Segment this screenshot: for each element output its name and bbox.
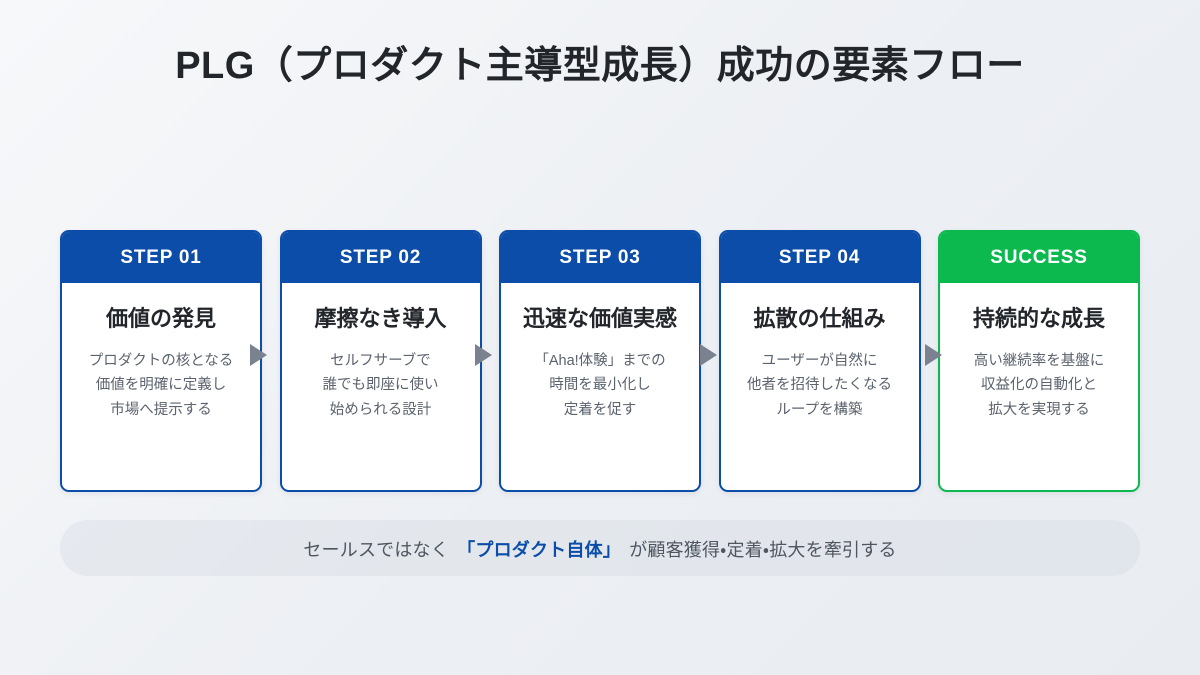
step-badge-1: STEP 01 (62, 232, 260, 283)
step-badge-success: SUCCESS (940, 232, 1138, 283)
step-description-line: ユーザーが自然に (761, 352, 878, 369)
step-badge-2: STEP 02 (281, 232, 480, 283)
step-heading-2: 摩擦なき導入 (314, 306, 447, 331)
step-body-3: 迅速な価値実感 「Aha!体験」までの 時間を最小化し 定着を促す (501, 283, 699, 490)
step-description-line: 定着を促す (563, 402, 637, 419)
step-description-line: 高い継続率を基盤に (973, 352, 1105, 369)
arrow-right-icon (925, 344, 942, 366)
step-badge-4: STEP 04 (720, 232, 919, 283)
step-description-2: セルフサーブで 誰でも即座に使い 始められる設計 (323, 349, 439, 424)
arrow-right-icon (700, 344, 717, 366)
step-description-line: 始められる設計 (329, 402, 432, 419)
step-heading-success: 持続的な成長 (972, 306, 1105, 331)
step-description-success: 高い継続率を基盤に 収益化の自動化と 拡大を実現する (974, 349, 1105, 424)
step-flow: STEP 01 価値の発見 プロダクトの核となる 価値を明確に定義し 市場へ提示… (60, 230, 1140, 492)
step-description-3: 「Aha!体験」までの 時間を最小化し 定着を促す (534, 349, 665, 424)
step-description-line: 他者を招待したくなる (747, 377, 892, 394)
footer-suffix: が顧客獲得・定着・拡大を牽引する (629, 540, 897, 560)
page-title: PLG（プロダクト主導型成長）成功の要素フロー (175, 45, 1025, 87)
footer-highlight: 「プロダクト自体」 (457, 540, 621, 560)
step-heading-1: 価値の発見 (105, 306, 216, 331)
step-heading-4: 拡散の仕組み (753, 306, 886, 331)
step-body-2: 摩擦なき導入 セルフサーブで 誰でも即座に使い 始められる設計 (282, 283, 480, 490)
step-description-line: ループを構築 (776, 402, 863, 419)
step-description-1: プロダクトの核となる 価値を明確に定義し 市場へ提示する (89, 349, 234, 424)
step-description-line: 誰でも即座に使い (322, 377, 439, 394)
arrow-right-icon (475, 344, 492, 366)
step-description-line: セルフサーブで (330, 352, 431, 369)
step-card-4[interactable]: STEP 04 拡散の仕組み ユーザーが自然に 他者を招待したくなる ループを構… (718, 230, 921, 492)
arrow-right-icon (250, 344, 267, 366)
step-description-4: ユーザーが自然に 他者を招待したくなる ループを構築 (747, 349, 892, 424)
step-body-1: 価値の発見 プロダクトの核となる 価値を明確に定義し 市場へ提示する (62, 283, 260, 490)
footer-caption: セールスではなく 「プロダクト自体」 が顧客獲得・定着・拡大を牽引する (0, 536, 1200, 562)
step-card-2[interactable]: STEP 02 摩擦なき導入 セルフサーブで 誰でも即座に使い 始められる設計 (279, 230, 482, 492)
step-body-4: 拡散の仕組み ユーザーが自然に 他者を招待したくなる ループを構築 (721, 283, 919, 490)
step-description-line: 収益化の自動化と (981, 377, 1097, 394)
step-card-success[interactable]: SUCCESS 持続的な成長 高い継続率を基盤に 収益化の自動化と 拡大を実現す… (938, 230, 1140, 492)
step-description-line: 拡大を実現する (988, 402, 1090, 419)
step-description-line: 「Aha!体験」までの (534, 352, 666, 369)
step-description-line: 時間を最小化し (549, 377, 651, 394)
step-description-line: 市場へ提示する (110, 402, 212, 419)
step-card-1[interactable]: STEP 01 価値の発見 プロダクトの核となる 価値を明確に定義し 市場へ提示… (60, 230, 262, 492)
step-heading-3: 迅速な価値実感 (522, 306, 677, 331)
footer-prefix: セールスではなく (303, 540, 449, 560)
footer-band (60, 520, 1140, 576)
step-card-3[interactable]: STEP 03 迅速な価値実感 「Aha!体験」までの 時間を最小化し 定着を促… (499, 230, 701, 492)
step-badge-3: STEP 03 (501, 232, 699, 283)
step-description-line: 価値を明確に定義し (95, 377, 227, 394)
step-body-success: 持続的な成長 高い継続率を基盤に 収益化の自動化と 拡大を実現する (940, 283, 1138, 490)
step-description-line: プロダクトの核となる (88, 352, 234, 369)
